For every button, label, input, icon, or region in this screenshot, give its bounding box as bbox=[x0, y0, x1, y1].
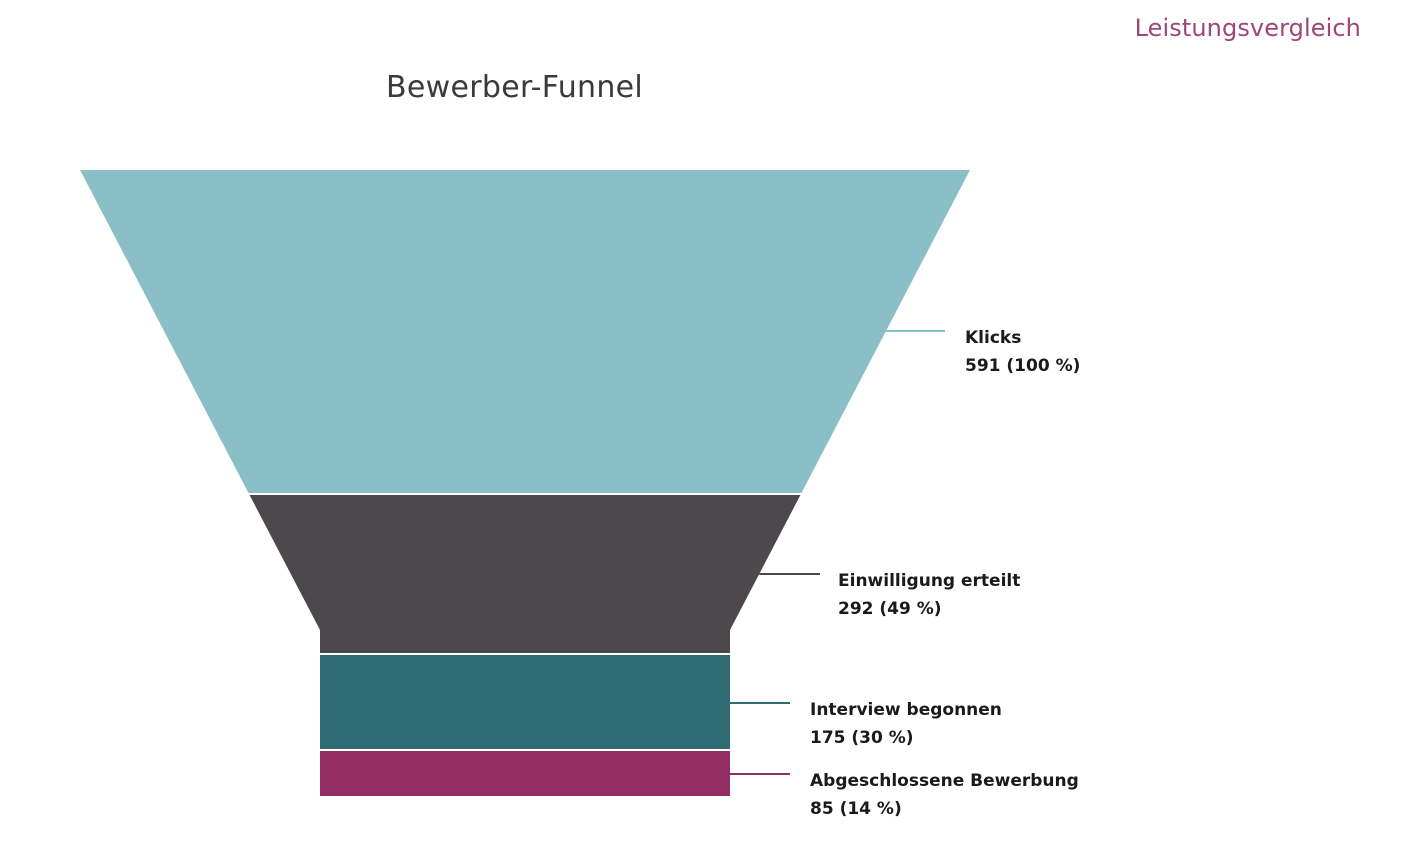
stage-name-label: Interview begonnen bbox=[810, 700, 1002, 720]
leistungsvergleich-link[interactable]: Leistungsvergleich bbox=[1134, 14, 1361, 42]
stage-value-label: 85 (14 %) bbox=[810, 799, 902, 819]
stage-value-label: 175 (30 %) bbox=[810, 728, 914, 748]
funnel-segment-4[interactable] bbox=[320, 751, 730, 796]
funnel-segment-2[interactable] bbox=[249, 495, 801, 653]
chart-title: Bewerber-Funnel bbox=[386, 70, 644, 105]
funnel-connectors bbox=[730, 330, 945, 775]
stage-name-label: Einwilligung erteilt bbox=[838, 571, 1020, 591]
funnel-segments bbox=[80, 170, 970, 796]
stage-value-label: 292 (49 %) bbox=[838, 599, 942, 619]
funnel-labels: Klicks 591 (100 %) Einwilligung erteilt 292… bbox=[810, 328, 1080, 819]
funnel-segment-3[interactable] bbox=[320, 655, 730, 749]
stage-name-label: Abgeschlossene Bewerbung bbox=[810, 771, 1079, 791]
funnel-segment-1[interactable] bbox=[80, 170, 970, 493]
stage-value-label: 591 (100 %) bbox=[965, 356, 1080, 376]
stage-name-label: Klicks bbox=[965, 328, 1021, 348]
